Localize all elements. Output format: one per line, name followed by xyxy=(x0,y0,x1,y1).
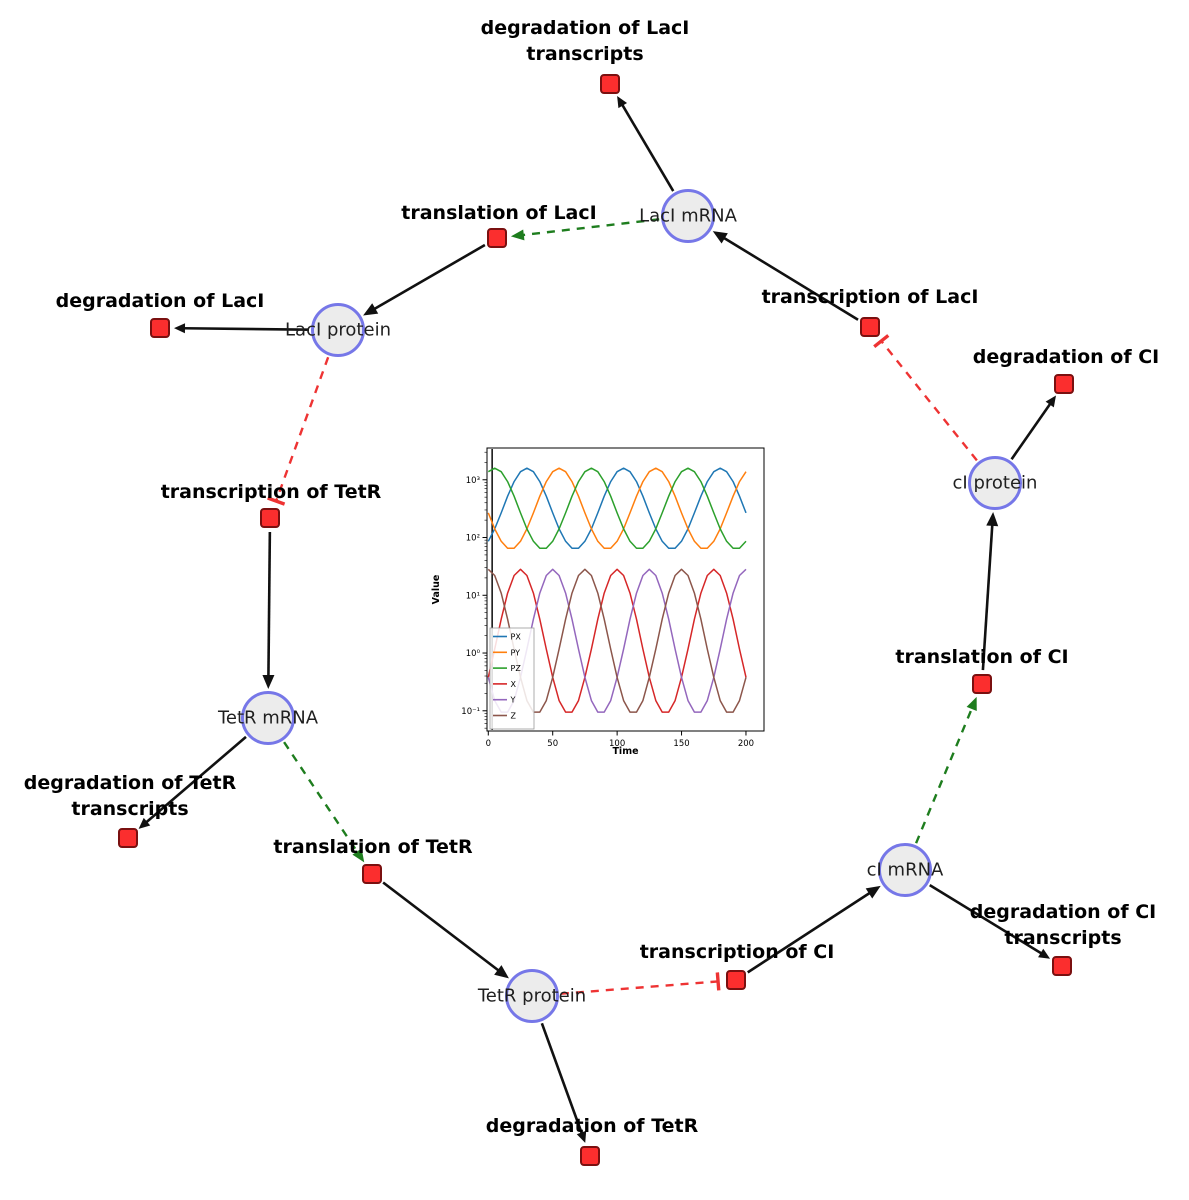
y-axis-tick-label: 10⁰ xyxy=(466,649,481,659)
arrowhead-icon xyxy=(352,848,365,863)
inhibition-tbar-icon xyxy=(873,334,890,349)
reaction-node-deg-tetr-transcripts[interactable] xyxy=(118,828,138,848)
simulation-plot: 10⁻¹ 10⁰ 10¹ 10² 10³ 0 50 100 150 200 PX PY PZ XYZ Tim… xyxy=(431,447,765,757)
edge-line xyxy=(914,706,974,844)
edge-line xyxy=(560,980,719,995)
series-line-PX xyxy=(487,467,747,550)
x-axis-tick-label: 50 xyxy=(547,739,558,749)
reaction-node-deg-ci-transcripts[interactable] xyxy=(1052,956,1072,976)
edge-line xyxy=(620,103,675,192)
edge-translation-laci-to-laci-protein xyxy=(363,243,486,316)
reaction-node-deg-tetr[interactable] xyxy=(580,1146,600,1166)
edge-line xyxy=(283,741,360,854)
edge-tetr-mrna-to-translation-tetr xyxy=(283,741,365,863)
series-line-PZ xyxy=(487,467,747,550)
arrowhead-icon xyxy=(262,674,275,690)
edge-translation-tetr-to-tetr-protein xyxy=(382,881,509,979)
x-axis-label: Time xyxy=(612,746,638,757)
edge-laci-mrna-to-translation-laci xyxy=(510,218,660,241)
species-node-laci-protein[interactable] xyxy=(311,303,365,357)
y-axis-label: Value xyxy=(431,575,442,605)
y-axis-tick-label: 10³ xyxy=(466,476,480,486)
arrowhead-icon xyxy=(712,231,728,244)
arrowhead-icon xyxy=(510,229,525,241)
arrowhead-icon xyxy=(1038,948,1051,959)
y-axis-tick-label: 10² xyxy=(466,534,480,544)
edge-line xyxy=(372,243,486,311)
reaction-node-deg-ci[interactable] xyxy=(1054,374,1074,394)
legend-entry-label: PZ xyxy=(511,664,522,673)
legend: PX PY PZ XYZ xyxy=(489,627,535,730)
edge-line xyxy=(540,1022,584,1135)
species-node-laci-mrna[interactable] xyxy=(661,189,715,243)
edge-tetr-mrna-to-deg-tetr-transcripts xyxy=(138,735,247,829)
x-axis-tick-label: 0 xyxy=(486,739,491,749)
species-node-ci-protein[interactable] xyxy=(968,456,1022,510)
arrowhead-icon xyxy=(617,96,628,109)
arrowhead-icon xyxy=(966,696,977,712)
arrowhead-icon xyxy=(986,511,999,527)
edge-line xyxy=(267,531,272,678)
edge-line xyxy=(747,891,872,974)
legend-entry-label: PY xyxy=(511,648,521,657)
edge-tetr-protein-to-transcription-ci xyxy=(560,972,721,995)
inhibition-tbar-icon xyxy=(267,496,286,506)
edge-transcription-tetr-to-tetr-mrna xyxy=(262,531,275,690)
legend-entry-label: Z xyxy=(511,712,517,721)
edge-line xyxy=(722,236,859,321)
x-axis-tick-label: 100 xyxy=(609,739,625,749)
species-node-ci-mrna[interactable] xyxy=(878,843,932,897)
edge-laci-protein-to-transcription-tetr xyxy=(267,356,330,506)
edge-line xyxy=(521,218,660,237)
edge-laci-mrna-to-deg-laci-transcripts xyxy=(617,96,675,192)
edge-transcription-ci-to-ci-mrna xyxy=(747,885,881,974)
legend-entry-label: X xyxy=(511,680,517,689)
legend-entry-label: Y xyxy=(510,696,516,705)
edge-ci-mrna-to-translation-ci xyxy=(914,696,977,844)
edge-line xyxy=(880,340,978,462)
edge-tetr-protein-to-deg-tetr xyxy=(540,1022,587,1143)
arrowhead-icon xyxy=(173,323,186,334)
series-line-X xyxy=(487,568,747,713)
edge-line xyxy=(981,523,994,671)
reaction-node-transcription-laci[interactable] xyxy=(860,317,880,337)
inhibition-tbar-icon xyxy=(715,972,721,991)
reaction-node-translation-tetr[interactable] xyxy=(362,864,382,884)
edge-ci-mrna-to-deg-ci-transcripts xyxy=(929,884,1051,959)
axis-ticks xyxy=(482,451,747,736)
x-axis-tick-label: 200 xyxy=(738,739,754,749)
arrowhead-icon xyxy=(865,885,881,899)
species-node-tetr-protein[interactable] xyxy=(505,969,559,1023)
y-axis-tick-label: 10⁻¹ xyxy=(461,707,480,717)
reaction-node-deg-laci[interactable] xyxy=(150,318,170,338)
edge-translation-ci-to-ci-protein xyxy=(981,511,999,671)
arrowhead-icon xyxy=(576,1130,587,1143)
reaction-node-transcription-tetr[interactable] xyxy=(260,508,280,528)
reaction-node-deg-laci-transcripts[interactable] xyxy=(600,74,620,94)
edge-laci-protein-to-deg-laci xyxy=(173,323,310,334)
reaction-node-transcription-ci[interactable] xyxy=(726,970,746,990)
edge-transcription-laci-to-laci-mrna xyxy=(712,231,859,321)
edge-line xyxy=(274,356,330,502)
legend-entry-label: PX xyxy=(511,633,522,642)
y-axis-tick-label: 10¹ xyxy=(466,591,480,601)
x-axis-tick-label: 150 xyxy=(673,739,689,749)
edge-line xyxy=(382,881,501,973)
arrowhead-icon xyxy=(1045,395,1056,408)
edge-line xyxy=(144,735,247,825)
reaction-node-translation-laci[interactable] xyxy=(487,228,507,248)
reaction-node-translation-ci[interactable] xyxy=(972,674,992,694)
edge-line xyxy=(929,884,1044,956)
edge-line xyxy=(1010,402,1052,460)
series-line-PY xyxy=(487,467,747,550)
edge-ci-protein-to-deg-ci xyxy=(1010,395,1056,460)
species-node-tetr-mrna[interactable] xyxy=(241,691,295,745)
edge-ci-protein-to-transcription-laci xyxy=(873,334,978,462)
arrowhead-icon xyxy=(363,303,379,316)
arrowhead-icon xyxy=(138,817,151,829)
arrowhead-icon xyxy=(494,965,509,979)
edge-line xyxy=(182,326,310,331)
